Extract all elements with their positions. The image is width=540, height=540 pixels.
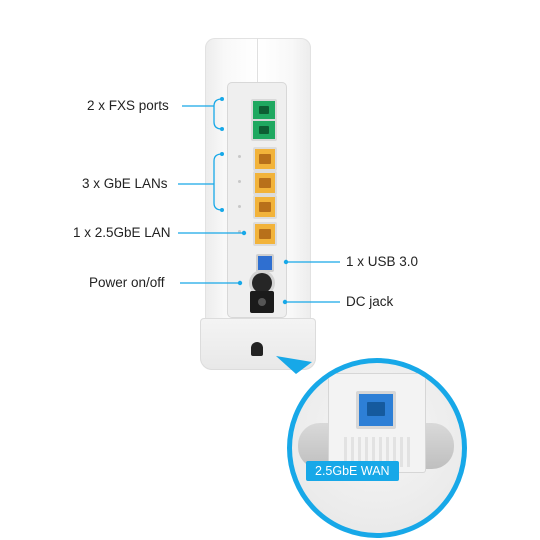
leader-dot bbox=[283, 259, 289, 265]
leader-dot bbox=[237, 280, 243, 286]
wan-label-badge: 2.5GbE WAN bbox=[306, 461, 399, 481]
leader-dot bbox=[220, 152, 224, 156]
dc-jack-port bbox=[250, 291, 274, 313]
power-button bbox=[252, 273, 272, 293]
zoom-pointer bbox=[276, 356, 312, 374]
lan-2-5gbe-label: 1 x 2.5GbE LAN bbox=[73, 225, 171, 240]
port-led bbox=[238, 155, 241, 158]
fxs-port-2 bbox=[251, 119, 277, 141]
router-top-seam bbox=[257, 38, 258, 82]
gbe-lan-port-1 bbox=[253, 147, 277, 171]
leader-dot bbox=[220, 208, 224, 212]
gbe-lan-port-3 bbox=[253, 195, 277, 219]
port-led bbox=[238, 180, 241, 183]
leader-dot bbox=[282, 299, 288, 305]
wan-port bbox=[356, 391, 396, 429]
fxs-leader-line bbox=[182, 98, 223, 130]
leader-dot bbox=[241, 230, 247, 236]
leader-dot bbox=[220, 97, 224, 101]
lan-2-5gbe-port bbox=[253, 222, 277, 246]
port-led bbox=[238, 230, 241, 233]
gbe-lan-port-2 bbox=[253, 171, 277, 195]
dc-jack-label: DC jack bbox=[346, 294, 394, 309]
gbe-lans-label: 3 x GbE LANs bbox=[82, 176, 168, 191]
wan-zoom-magnifier bbox=[287, 358, 467, 538]
power-label: Power on/off bbox=[89, 275, 165, 290]
fxs-ports-label: 2 x FXS ports bbox=[87, 98, 169, 113]
port-led bbox=[238, 205, 241, 208]
leader-dot bbox=[220, 127, 224, 131]
usb-port bbox=[256, 254, 274, 272]
wan-port-opening bbox=[251, 342, 263, 356]
usb-label: 1 x USB 3.0 bbox=[346, 254, 419, 269]
gbe-lan-leader-line bbox=[178, 153, 223, 211]
